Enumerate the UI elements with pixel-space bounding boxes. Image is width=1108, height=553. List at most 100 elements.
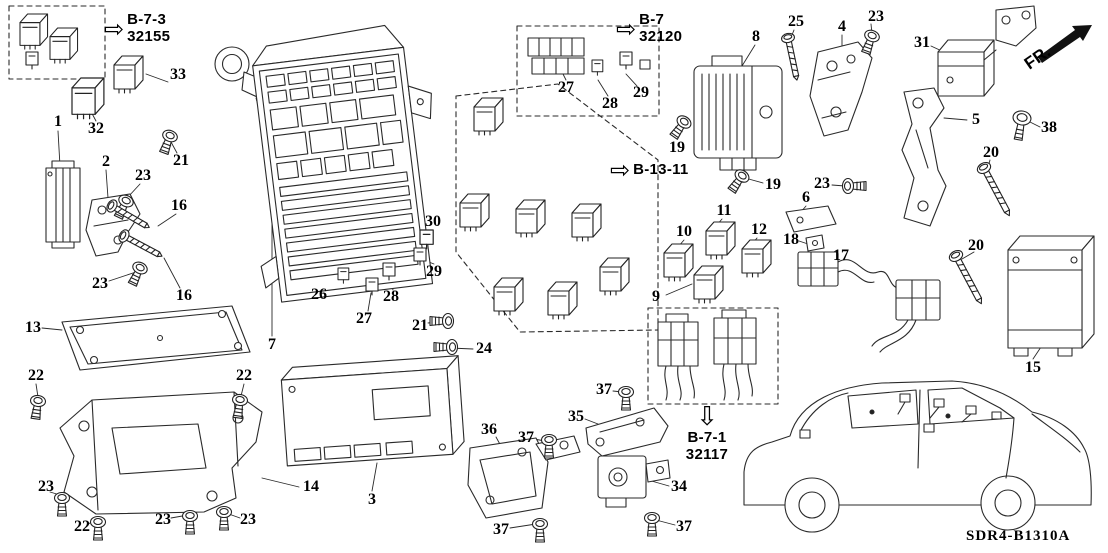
callout-23: 23 bbox=[92, 275, 108, 292]
callout-4: 4 bbox=[838, 18, 846, 35]
bolt-23 bbox=[858, 27, 882, 57]
callout-11: 11 bbox=[716, 202, 732, 219]
bolt-23 bbox=[841, 177, 867, 195]
callout-12: 12 bbox=[751, 221, 767, 238]
callout-37: 37 bbox=[493, 521, 509, 538]
hollow-arrow-right-icon: ⇨ bbox=[104, 14, 125, 43]
bolt-38 bbox=[1008, 108, 1033, 142]
callout-33: 33 bbox=[170, 66, 186, 83]
callout-38: 38 bbox=[1041, 119, 1057, 136]
part-36-bracket bbox=[467, 435, 581, 519]
part-10-relay bbox=[663, 243, 694, 282]
part-8-control-module bbox=[693, 55, 783, 171]
connector-icon bbox=[25, 51, 39, 70]
relay-icon bbox=[19, 13, 49, 50]
part-9-relay bbox=[693, 265, 724, 304]
callout-32: 32 bbox=[88, 120, 104, 137]
part-34-unit bbox=[597, 455, 671, 508]
callout-28: 28 bbox=[383, 288, 399, 305]
callout-23: 23 bbox=[868, 8, 884, 25]
callout-10: 10 bbox=[676, 223, 692, 240]
car-outline bbox=[743, 380, 1092, 533]
callout-23: 23 bbox=[240, 511, 256, 528]
callout-25: 25 bbox=[788, 13, 804, 30]
part-32-relay bbox=[71, 77, 105, 120]
relay-icon bbox=[493, 277, 524, 316]
callout-15: 15 bbox=[1025, 359, 1041, 376]
part-4-bracket bbox=[809, 41, 873, 137]
callout-9: 9 bbox=[652, 288, 660, 305]
section-ref-b-13-11: ⇨B-13-11 bbox=[610, 158, 689, 182]
callout-22: 22 bbox=[236, 367, 252, 384]
bolt-21 bbox=[429, 312, 455, 330]
callout-22: 22 bbox=[28, 367, 44, 384]
callout-2: 2 bbox=[102, 153, 110, 170]
bolt-19 bbox=[724, 166, 752, 196]
part-5-bracket bbox=[901, 87, 947, 227]
bolt-19 bbox=[666, 112, 694, 142]
callout-37: 37 bbox=[676, 518, 692, 535]
bolt-23 bbox=[181, 509, 199, 535]
inset-box-relays-topleft bbox=[8, 5, 106, 80]
callout-35: 35 bbox=[568, 408, 584, 425]
callout-5: 5 bbox=[972, 111, 980, 128]
callout-37: 37 bbox=[596, 381, 612, 398]
callout-21: 21 bbox=[412, 317, 428, 334]
relay-icon bbox=[571, 203, 602, 242]
callout-7: 7 bbox=[268, 336, 276, 353]
callout-36: 36 bbox=[481, 421, 497, 438]
part-14-bracket bbox=[59, 391, 263, 515]
callout-20: 20 bbox=[983, 144, 999, 161]
part-11-relay bbox=[705, 221, 736, 260]
callout-29: 29 bbox=[633, 84, 649, 101]
screw-20 bbox=[974, 159, 1017, 220]
part-35-bracket bbox=[585, 407, 669, 457]
relay-group-region bbox=[455, 83, 659, 333]
callout-27: 27 bbox=[558, 79, 574, 96]
relay-icon bbox=[49, 27, 79, 64]
bolt-24 bbox=[433, 338, 459, 356]
bolt-37 bbox=[643, 511, 661, 537]
hollow-arrow-down-icon: ⇩ bbox=[696, 402, 718, 432]
bolt-37 bbox=[617, 385, 635, 411]
callout-16: 16 bbox=[171, 197, 187, 214]
callout-19: 19 bbox=[765, 176, 781, 193]
screw-16 bbox=[116, 227, 166, 263]
callout-23: 23 bbox=[155, 511, 171, 528]
callout-13: 13 bbox=[25, 319, 41, 336]
callout-16: 16 bbox=[176, 287, 192, 304]
callout-29: 29 bbox=[426, 263, 442, 280]
callout-31: 31 bbox=[914, 34, 930, 51]
connector-inset-top bbox=[516, 25, 660, 117]
callout-20: 20 bbox=[968, 237, 984, 254]
callout-1: 1 bbox=[54, 113, 62, 130]
relay-icon bbox=[459, 193, 490, 232]
hollow-arrow-right-icon: ⇨ bbox=[616, 14, 637, 43]
callout-3: 3 bbox=[368, 491, 376, 508]
part-31-unit bbox=[937, 5, 1037, 97]
connector-group-b71 bbox=[647, 307, 779, 405]
connector-icon bbox=[591, 59, 604, 76]
section-ref-label: B-13-11 bbox=[633, 160, 689, 178]
bolt-22 bbox=[89, 515, 107, 541]
callout-37: 37 bbox=[518, 429, 534, 446]
part-15-control-unit bbox=[1007, 235, 1095, 357]
part-12-relay bbox=[741, 239, 772, 278]
callout-23: 23 bbox=[814, 175, 830, 192]
part-1-control-unit bbox=[45, 160, 81, 249]
relay-icon bbox=[515, 199, 546, 238]
hollow-arrow-right-icon: ⇨ bbox=[610, 156, 631, 184]
callout-23: 23 bbox=[135, 167, 151, 184]
callout-23: 23 bbox=[38, 478, 54, 495]
relay-icon bbox=[547, 281, 578, 320]
harness-6-17-18 bbox=[785, 205, 941, 353]
bolt-22 bbox=[27, 393, 47, 421]
bolt-23 bbox=[125, 259, 150, 289]
bolt-23 bbox=[53, 491, 71, 517]
